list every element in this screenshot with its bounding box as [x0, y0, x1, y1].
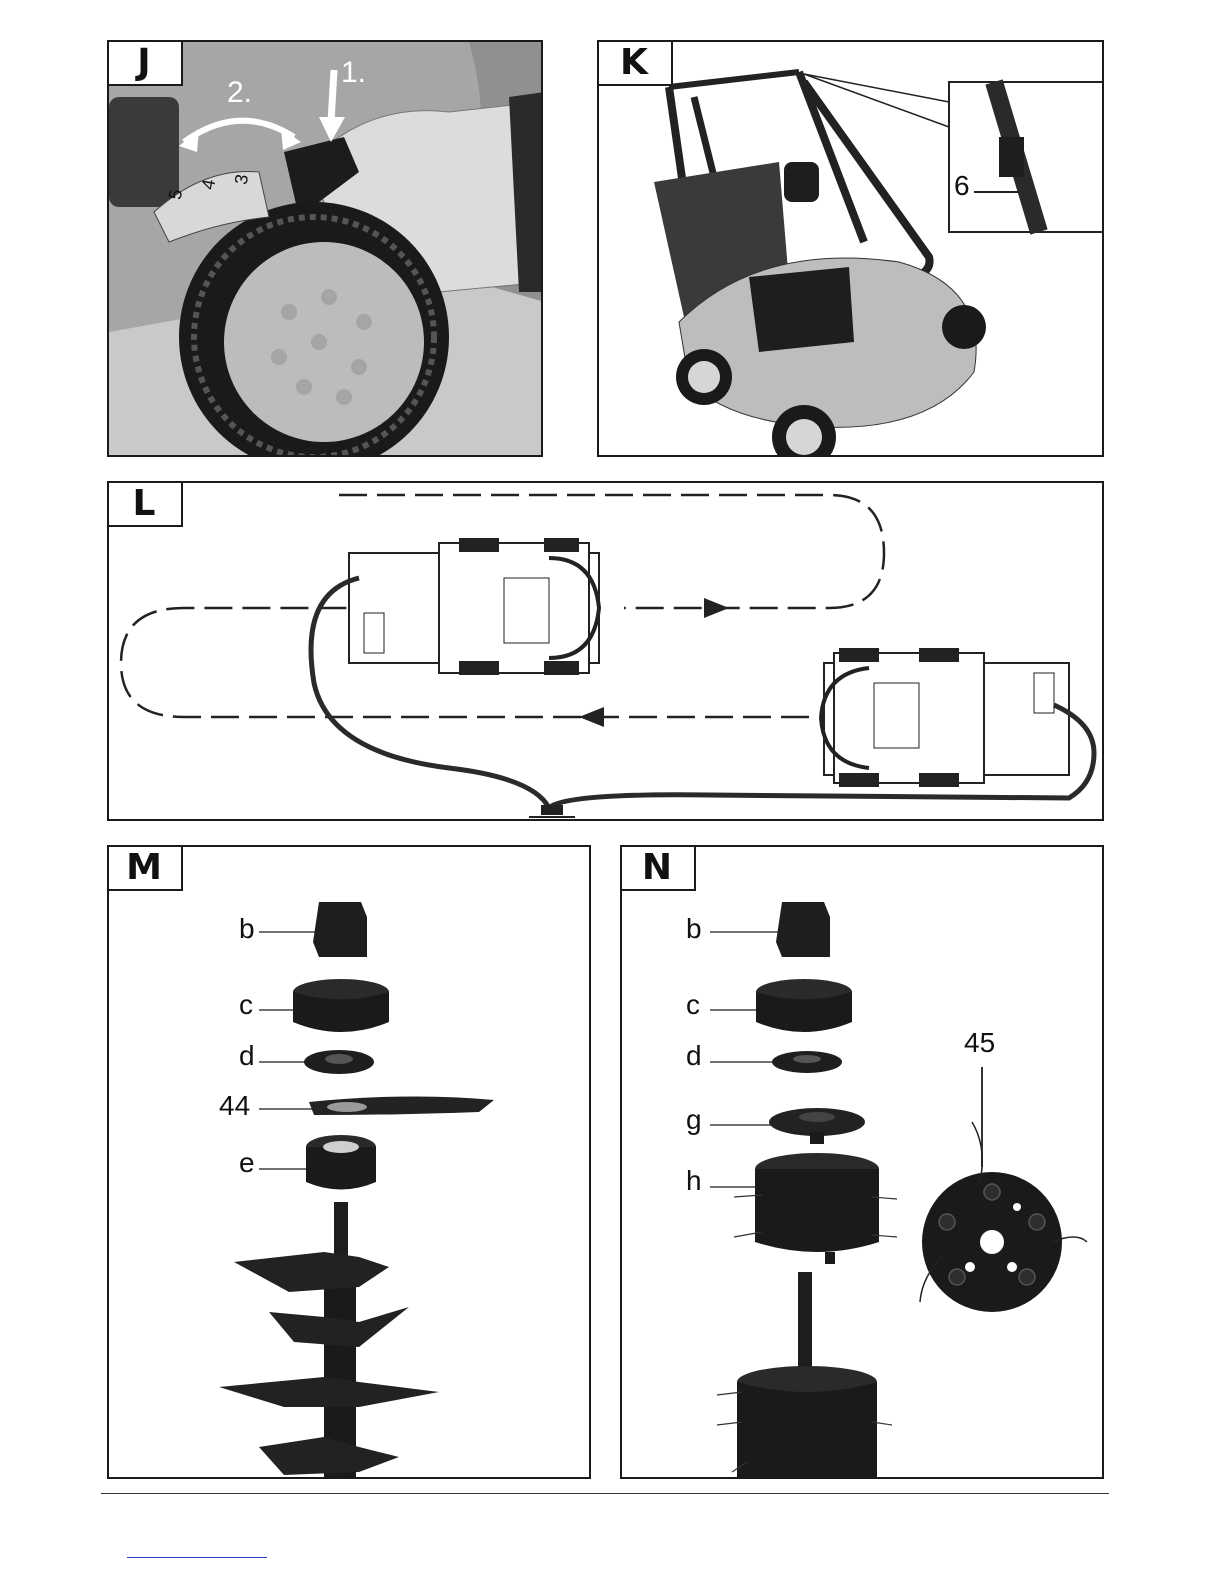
machine-top-view-1: [349, 538, 599, 675]
part-c-label: c: [686, 989, 700, 1021]
panel-m: M b c d 44 e: [107, 845, 591, 1479]
part-g-label: g: [686, 1104, 702, 1136]
panel-tag-m: M: [107, 845, 183, 891]
panel-k: K 6: [597, 40, 1104, 457]
footer-link-underline[interactable]: [127, 1557, 267, 1558]
scarifier-assembled-illustration: [599, 42, 1104, 457]
part-6-label: 6: [954, 170, 970, 202]
part-c-label: c: [239, 989, 253, 1021]
panel-tag-j: J: [107, 40, 183, 86]
blade-roller-exploded-view: [109, 847, 591, 1479]
panel-tag-k: K: [597, 40, 673, 86]
panel-l: L: [107, 481, 1104, 821]
part-45-label: 45: [964, 1027, 995, 1059]
panel-tag-l: L: [107, 481, 183, 527]
step-1-label: 1.: [341, 56, 366, 90]
panel-n: N b c d g h 45: [620, 845, 1104, 1479]
step-2-label: 2.: [227, 76, 252, 110]
panel-tag-n: N: [620, 845, 696, 891]
part-d-label: d: [686, 1040, 702, 1072]
part-h-label: h: [686, 1165, 702, 1197]
panel-j: J 1. 2. 5 4 3: [107, 40, 543, 457]
part-b-label: b: [686, 913, 702, 945]
part-d-label: d: [239, 1040, 255, 1072]
part-b-label: b: [239, 913, 255, 945]
footer-rule: [101, 1493, 1109, 1494]
part-44-label: 44: [219, 1090, 250, 1122]
height-adjust-illustration: [109, 42, 543, 457]
mowing-path-diagram: [109, 483, 1104, 821]
part-e-label: e: [239, 1147, 255, 1179]
machine-top-view-2: [821, 648, 1069, 787]
